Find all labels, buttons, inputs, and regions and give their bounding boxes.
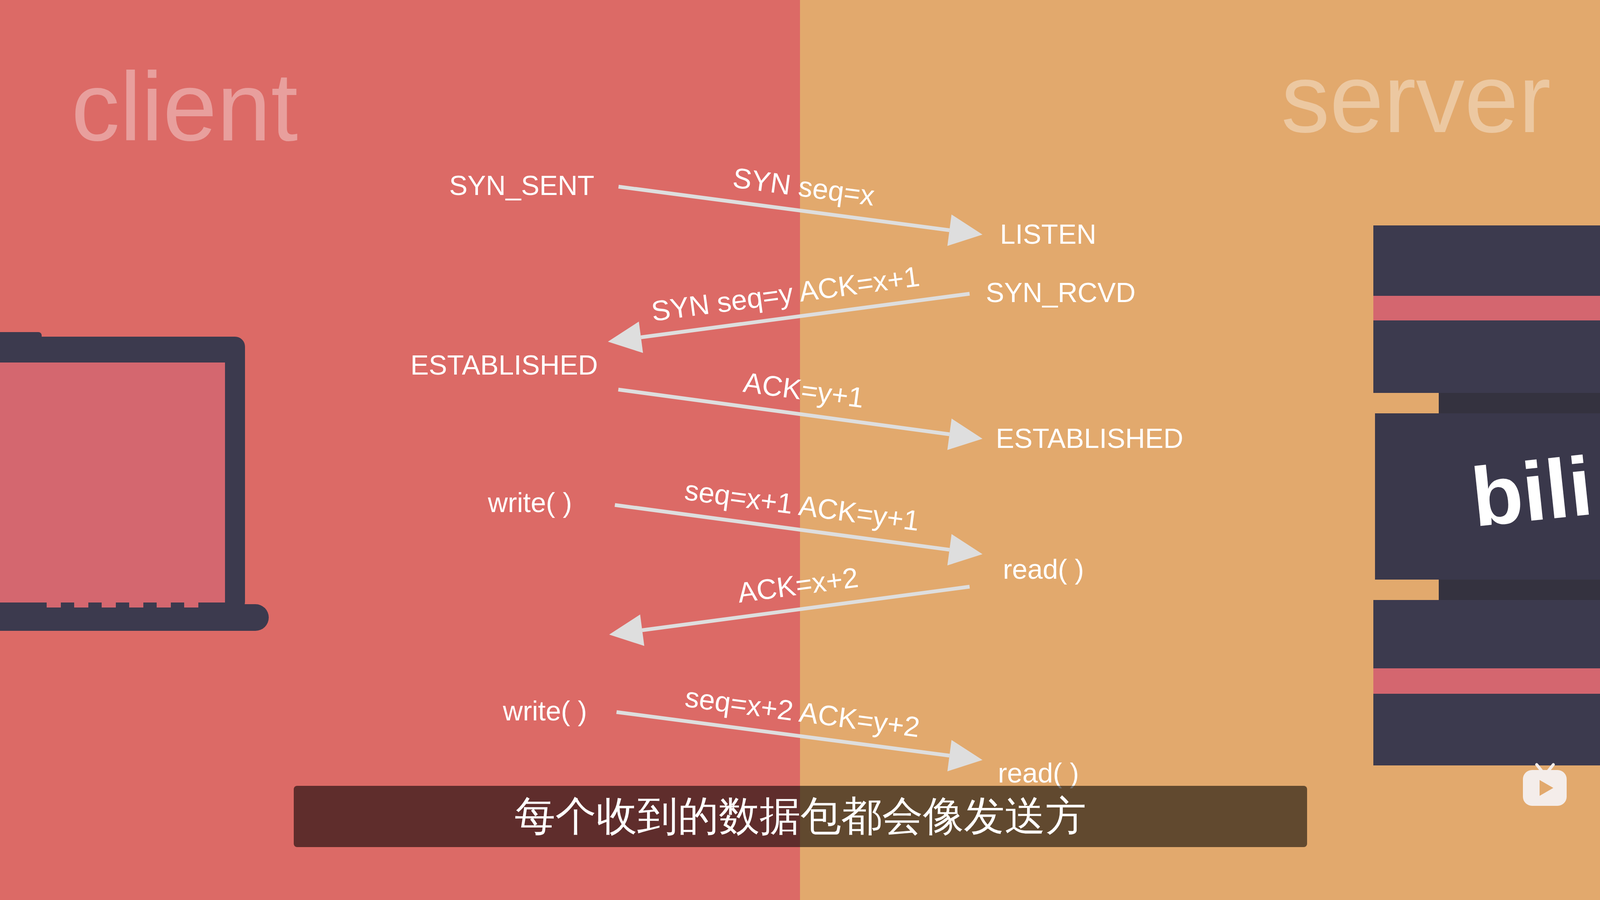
laptop-key — [184, 602, 199, 608]
state-label: SYN_RCVD — [982, 275, 1139, 311]
laptop-key — [156, 602, 171, 608]
side-title: client — [71, 53, 298, 160]
arrow-head — [947, 534, 983, 566]
laptop-key — [74, 602, 89, 608]
subtitle-text: 每个收到的数据包都会像发送方 — [514, 789, 1087, 845]
state-label: write( ) — [499, 693, 591, 729]
state-label: ESTABLISHED — [407, 347, 602, 383]
laptop-key — [129, 602, 144, 608]
state-label: ESTABLISHED — [992, 421, 1187, 457]
state-text: ESTABLISHED — [410, 349, 598, 382]
state-text: read( ) — [997, 757, 1079, 790]
state-label: read( ) — [999, 552, 1088, 588]
state-label: write( ) — [484, 485, 576, 521]
arrow-head — [947, 214, 983, 246]
state-text: SYN_SENT — [449, 170, 595, 202]
state-text: write( ) — [487, 487, 573, 519]
laptop-key — [46, 602, 61, 608]
tv-play — [1539, 780, 1554, 796]
server-gap — [1438, 579, 1600, 600]
tv-icon — [1522, 764, 1567, 806]
side-title: server — [1281, 45, 1551, 152]
logo-text: bili — [1467, 440, 1597, 544]
laptop-illustration — [0, 332, 269, 631]
state-label: SYN_SENT — [445, 168, 598, 204]
server-gap — [1438, 392, 1600, 414]
tv-antenna — [1548, 764, 1554, 771]
state-label: LISTEN — [996, 217, 1100, 253]
server-stripe — [1373, 668, 1600, 694]
arrow-head — [609, 614, 645, 646]
state-text: ESTABLISHED — [995, 422, 1184, 455]
laptop-key — [101, 602, 116, 608]
server-unit — [1373, 600, 1600, 766]
tv-body — [1522, 770, 1567, 806]
state-text: read( ) — [1002, 553, 1084, 586]
arrow-head — [607, 321, 643, 353]
subtitle-bar: 每个收到的数据包都会像发送方 — [293, 785, 1308, 848]
laptop-frame — [0, 336, 245, 612]
laptop-screen — [0, 362, 225, 603]
state-text: write( ) — [502, 695, 588, 728]
arrow-head — [947, 418, 983, 450]
server-unit — [1375, 413, 1600, 580]
server-stripe — [1373, 295, 1600, 321]
server-unit — [1373, 225, 1600, 393]
state-text: LISTEN — [1000, 218, 1097, 251]
laptop-base — [0, 604, 269, 631]
tv-antenna — [1536, 764, 1542, 771]
state-text: SYN_RCVD — [985, 277, 1136, 309]
server-illustration — [1373, 225, 1600, 766]
arrow-head — [947, 740, 983, 772]
